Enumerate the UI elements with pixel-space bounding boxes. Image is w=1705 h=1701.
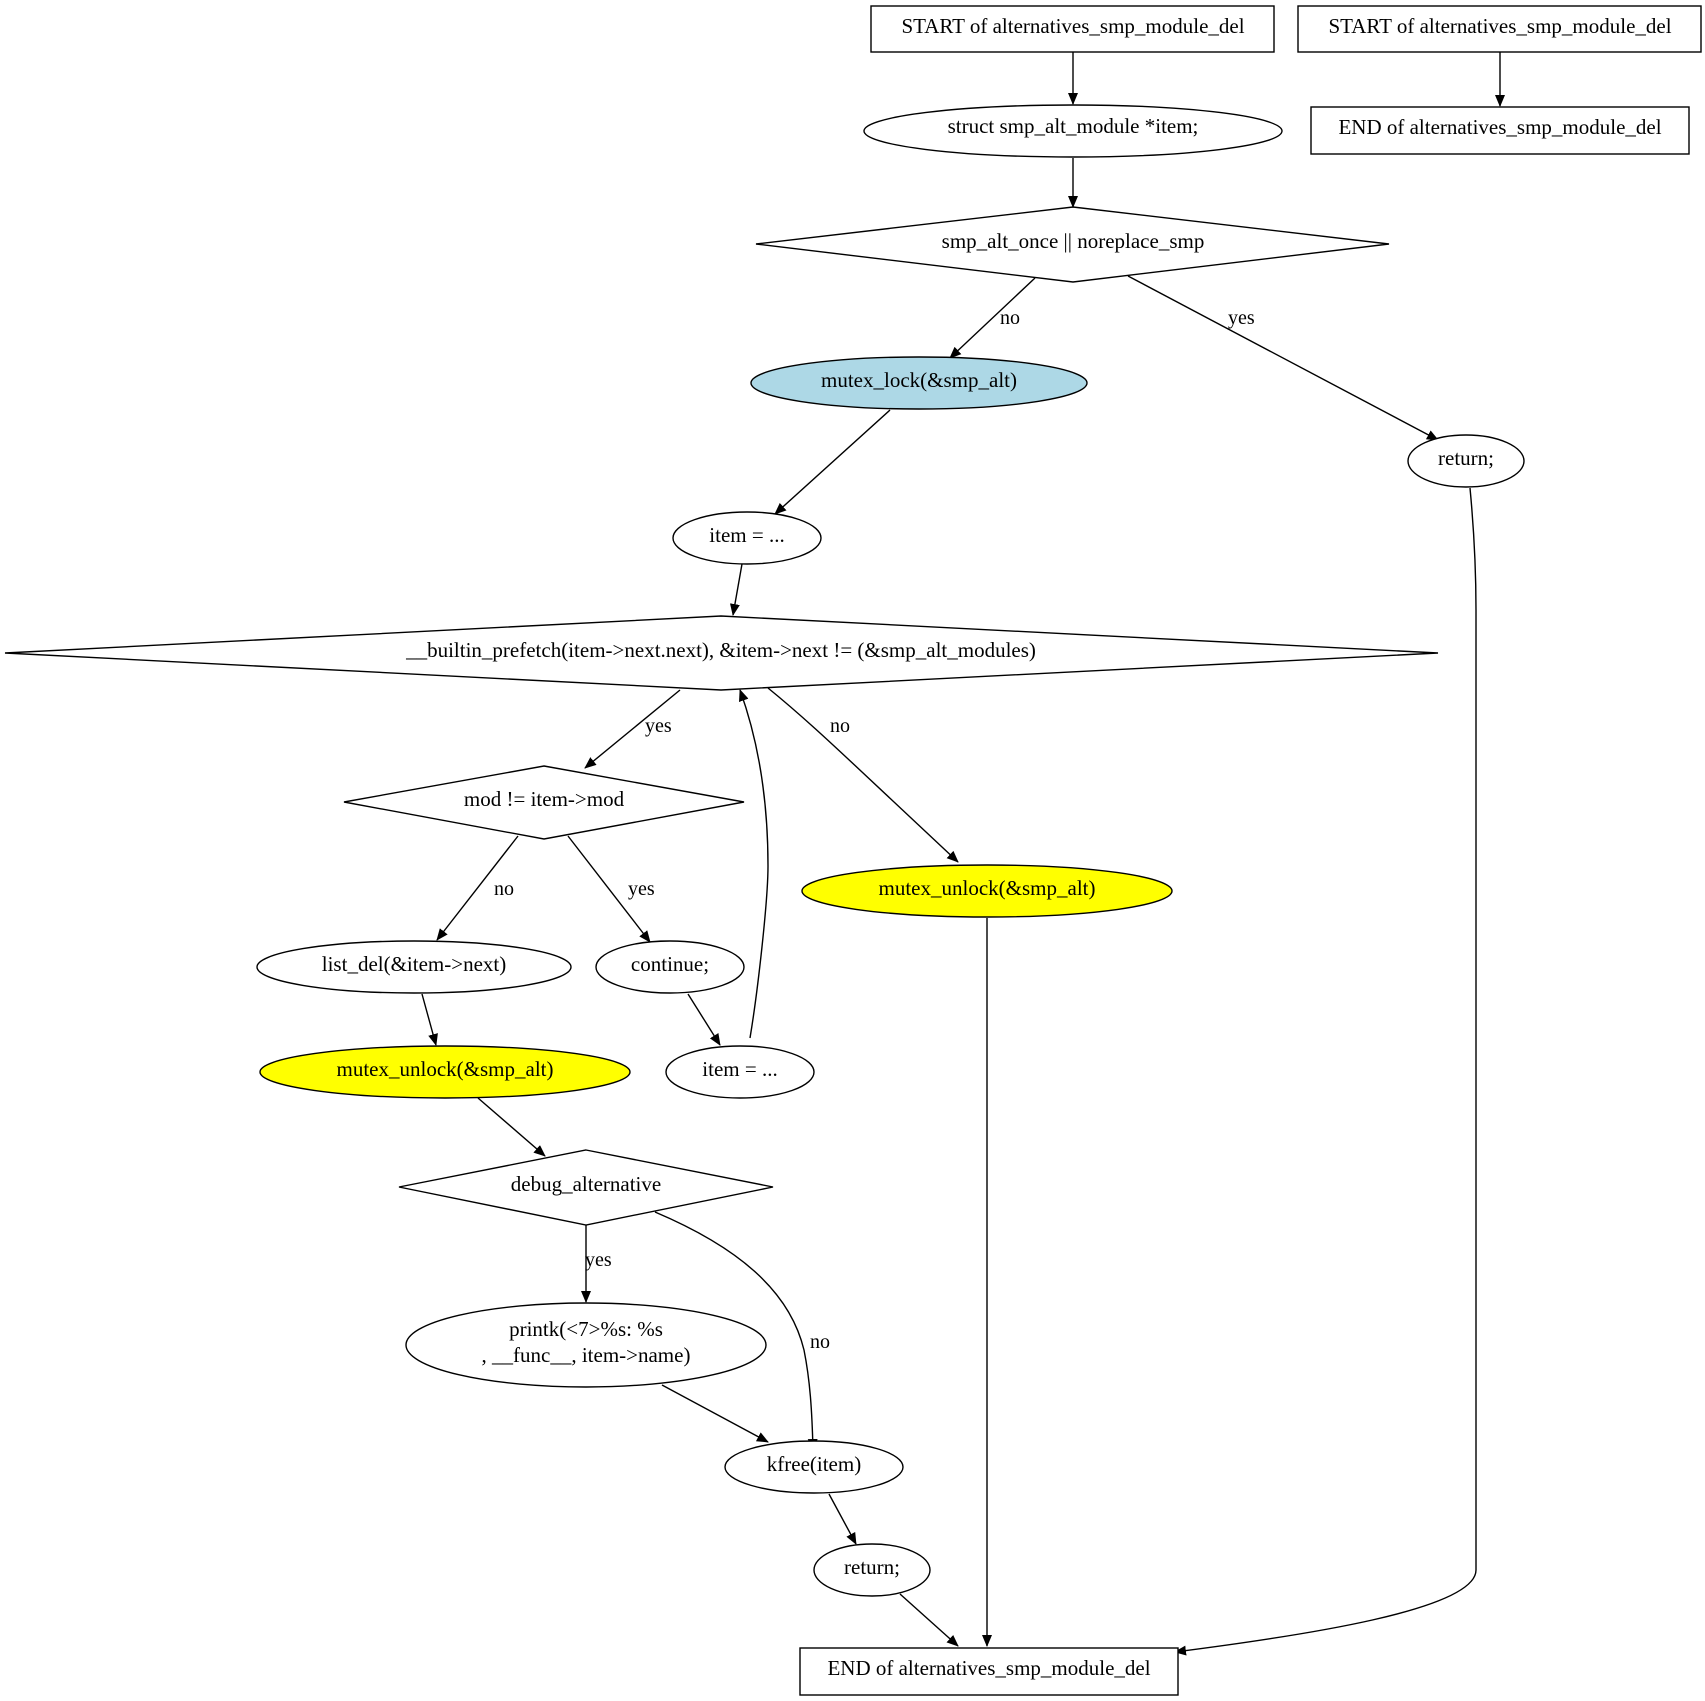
node-end-alt-label: END of alternatives_smp_module_del <box>1338 115 1661 139</box>
edge-unlock-to-debug <box>477 1097 546 1157</box>
edge-cond-once-no <box>949 277 1036 359</box>
edge-loop-yes <box>584 689 681 769</box>
node-continue-label: continue; <box>631 952 709 976</box>
node-decl-item: struct smp_alt_module *item; <box>863 104 1283 158</box>
node-decl-item-label: struct smp_alt_module *item; <box>948 114 1199 138</box>
edge-label-loop-yes: yes <box>645 715 672 737</box>
node-cond-mod: mod != item->mod <box>343 765 745 840</box>
node-list-del: list_del(&item->next) <box>256 940 572 994</box>
edge-label-mod-yes: yes <box>628 878 655 900</box>
nodes: START of alternatives_smp_module_del STA… <box>4 5 1702 1696</box>
node-return-early: return; <box>1407 434 1525 488</box>
node-printk-line1: printk(<7>%s: %s <box>509 1317 663 1341</box>
node-printk-line2: , __func__, item->name) <box>482 1343 691 1367</box>
edge-item-init-to-loop <box>729 563 743 616</box>
node-start-main: START of alternatives_smp_module_del <box>870 5 1275 53</box>
node-list-del-label: list_del(&item->next) <box>322 952 506 976</box>
node-item-next: item = ... <box>665 1045 815 1099</box>
edge-mod-no <box>436 835 519 941</box>
node-mutex-unlock-found-label: mutex_unlock(&smp_alt) <box>337 1057 554 1081</box>
node-loop-cond-label: __builtin_prefetch(item->next.next), &it… <box>405 638 1036 662</box>
node-cond-once: smp_alt_once || noreplace_smp <box>755 206 1390 283</box>
node-item-next-label: item = ... <box>702 1057 777 1081</box>
edge-continue-to-item-next <box>687 993 721 1046</box>
node-end-main: END of alternatives_smp_module_del <box>799 1647 1179 1696</box>
node-return-early-label: return; <box>1438 446 1494 470</box>
edge-lock-to-item-init <box>774 409 891 515</box>
node-mutex-unlock-exit-label: mutex_unlock(&smp_alt) <box>879 876 1096 900</box>
node-item-init: item = ... <box>672 511 822 565</box>
edge-labels: no yes yes no no yes yes no <box>494 307 1255 1353</box>
edge-list-del-to-unlock <box>421 993 438 1046</box>
node-start-main-label: START of alternatives_smp_module_del <box>901 14 1244 38</box>
node-return-end-label: return; <box>844 1555 900 1579</box>
node-cond-once-label: smp_alt_once || noreplace_smp <box>942 229 1205 253</box>
node-loop-cond: __builtin_prefetch(item->next.next), &it… <box>4 615 1439 691</box>
edge-cond-once-yes <box>1127 275 1439 441</box>
node-start-alt: START of alternatives_smp_module_del <box>1297 5 1702 53</box>
edge-item-next-to-loop <box>739 689 769 1039</box>
edge-label-debug-no: no <box>810 1331 830 1353</box>
edge-label-loop-no: no <box>830 715 850 737</box>
node-cond-debug-label: debug_alternative <box>511 1172 661 1196</box>
node-end-main-label: END of alternatives_smp_module_del <box>827 1656 1150 1680</box>
node-end-alt: END of alternatives_smp_module_del <box>1310 106 1690 155</box>
edge-loop-no <box>767 687 959 863</box>
node-mutex-unlock-found: mutex_unlock(&smp_alt) <box>259 1045 631 1099</box>
node-kfree: kfree(item) <box>724 1440 904 1494</box>
node-mutex-lock: mutex_lock(&smp_alt) <box>750 356 1088 410</box>
edge-label-mod-no: no <box>494 878 514 900</box>
node-mutex-unlock-exit: mutex_unlock(&smp_alt) <box>801 864 1173 918</box>
edge-mod-yes <box>567 835 651 943</box>
edge-return-to-end <box>899 1593 959 1647</box>
edge-label-once-no: no <box>1000 307 1020 329</box>
node-printk: printk(<7>%s: %s , __func__, item->name) <box>405 1302 767 1388</box>
node-return-end: return; <box>813 1543 931 1597</box>
edge-label-debug-yes: yes <box>585 1249 612 1271</box>
edges <box>421 52 1505 1656</box>
node-item-init-label: item = ... <box>709 523 784 547</box>
edge-debug-no <box>654 1211 818 1451</box>
node-mutex-lock-label: mutex_lock(&smp_alt) <box>821 368 1017 392</box>
edge-kfree-to-return <box>828 1493 857 1545</box>
edge-printk-to-kfree <box>661 1384 769 1443</box>
node-continue: continue; <box>595 940 745 994</box>
edge-label-once-yes: yes <box>1228 307 1255 329</box>
node-start-alt-label: START of alternatives_smp_module_del <box>1328 14 1671 38</box>
node-cond-mod-label: mod != item->mod <box>464 787 625 811</box>
edge-return-early-to-end <box>1174 487 1477 1656</box>
node-cond-debug: debug_alternative <box>398 1149 774 1226</box>
node-kfree-label: kfree(item) <box>767 1452 861 1476</box>
